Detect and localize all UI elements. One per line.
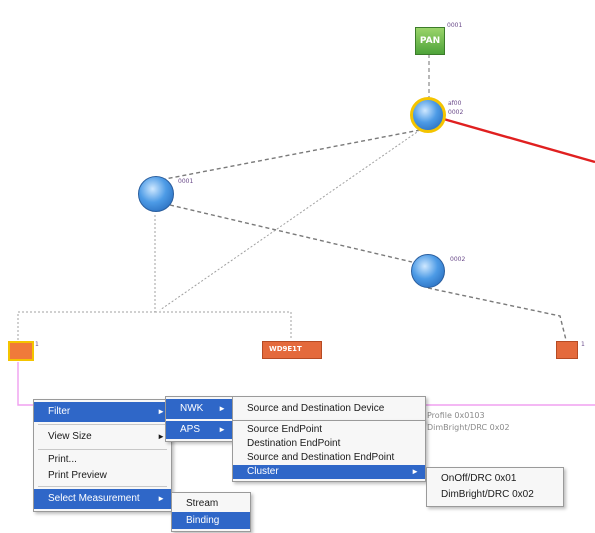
menu-item-cluster-label: Cluster bbox=[247, 466, 279, 477]
menu-item-nwk[interactable]: NWK ► bbox=[166, 399, 232, 419]
link-router-left-end-left bbox=[17, 215, 156, 340]
router-node-mid-id: 0002 bbox=[450, 256, 466, 263]
link-router-left-router-mid bbox=[169, 204, 413, 263]
menu-item-print-label: Print... bbox=[48, 454, 77, 465]
menu-item-destination-endpoint-label: Destination EndPoint bbox=[247, 438, 341, 449]
chevron-right-icon: ► bbox=[157, 432, 165, 441]
menu-item-cluster[interactable]: Cluster ► bbox=[233, 465, 425, 479]
menu-item-dimbright-drc[interactable]: DimBright/DRC 0x02 bbox=[427, 487, 563, 503]
end-device-left[interactable] bbox=[8, 341, 34, 361]
nwk-submenu: Source and Destination Device bbox=[232, 396, 426, 422]
context-menu: Filter ► View Size ► Print... Print Prev… bbox=[33, 399, 172, 512]
menu-item-source-destination-endpoint[interactable]: Source and Destination EndPoint bbox=[233, 451, 425, 465]
link-router-left-device bbox=[155, 311, 292, 340]
coordinator-node-id-line1: af00 bbox=[448, 100, 462, 107]
selected-device-node[interactable]: WD9E1T bbox=[262, 341, 322, 359]
chevron-right-icon: ► bbox=[218, 404, 226, 413]
menu-separator bbox=[38, 449, 167, 450]
end-device-left-id: 1 bbox=[35, 341, 39, 348]
menu-item-source-endpoint-label: Source EndPoint bbox=[247, 424, 323, 435]
menu-item-select-measurement[interactable]: Select Measurement ► bbox=[34, 489, 171, 509]
menu-item-binding-label: Binding bbox=[186, 515, 220, 526]
router-node-mid[interactable] bbox=[411, 254, 445, 288]
router-node-left-id: 0001 bbox=[178, 178, 194, 185]
link-coordinator-router-left bbox=[159, 129, 421, 181]
menu-item-destination-endpoint[interactable]: Destination EndPoint bbox=[233, 437, 425, 451]
behind-text-line2: DimBright/DRC 0x02 bbox=[427, 423, 510, 432]
menu-item-aps-label: APS bbox=[180, 424, 201, 435]
end-device-right[interactable] bbox=[556, 341, 578, 359]
chevron-right-icon: ► bbox=[157, 494, 165, 503]
menu-item-view-size[interactable]: View Size ► bbox=[34, 427, 171, 447]
behind-text-line1: Profile 0x0103 bbox=[427, 411, 485, 420]
link-router-mid-end-right bbox=[427, 287, 567, 341]
menu-item-nwk-label: NWK bbox=[180, 403, 204, 414]
menu-item-onoff-drc[interactable]: OnOff/DRC 0x01 bbox=[427, 471, 563, 487]
menu-item-filter-label: Filter bbox=[48, 406, 71, 417]
measurement-submenu: Stream Binding bbox=[171, 492, 251, 532]
menu-item-source-endpoint[interactable]: Source EndPoint bbox=[233, 423, 425, 437]
menu-item-source-destination-endpoint-label: Source and Destination EndPoint bbox=[247, 452, 395, 463]
link-coordinator-end-left bbox=[159, 129, 421, 311]
pan-node[interactable]: PAN bbox=[415, 27, 445, 55]
filter-submenu: NWK ► APS ► bbox=[165, 396, 233, 442]
menu-separator bbox=[38, 486, 167, 487]
menu-item-print-preview[interactable]: Print Preview bbox=[34, 468, 171, 484]
router-node-left[interactable] bbox=[138, 176, 174, 212]
coordinator-node[interactable] bbox=[410, 97, 446, 133]
cluster-submenu: OnOff/DRC 0x01 DimBright/DRC 0x02 bbox=[426, 467, 564, 507]
menu-item-filter[interactable]: Filter ► bbox=[34, 402, 171, 422]
menu-separator bbox=[38, 424, 167, 425]
aps-submenu: Source EndPoint Destination EndPoint Sou… bbox=[232, 420, 426, 482]
menu-item-source-destination-device[interactable]: Source and Destination Device bbox=[233, 399, 425, 419]
menu-item-stream-label: Stream bbox=[186, 498, 219, 509]
coordinator-node-id-line2: 0002 bbox=[448, 109, 464, 116]
selected-device-label: WD9E1T bbox=[269, 345, 302, 353]
chevron-right-icon: ► bbox=[411, 467, 419, 476]
menu-item-select-measurement-label: Select Measurement bbox=[48, 493, 140, 504]
menu-item-source-destination-device-label: Source and Destination Device bbox=[247, 403, 385, 414]
menu-item-stream[interactable]: Stream bbox=[172, 495, 250, 512]
menu-item-print-preview-label: Print Preview bbox=[48, 470, 107, 481]
chevron-right-icon: ► bbox=[218, 425, 226, 434]
menu-item-print[interactable]: Print... bbox=[34, 452, 171, 468]
pan-node-id: 0001 bbox=[447, 22, 463, 29]
menu-item-dimbright-drc-label: DimBright/DRC 0x02 bbox=[441, 489, 534, 500]
chevron-right-icon: ► bbox=[157, 407, 165, 416]
menu-item-onoff-drc-label: OnOff/DRC 0x01 bbox=[441, 473, 517, 484]
menu-item-view-size-label: View Size bbox=[48, 431, 92, 442]
menu-item-binding[interactable]: Binding bbox=[172, 512, 250, 529]
end-device-right-id: 1 bbox=[581, 341, 585, 348]
link-coordinator-red bbox=[439, 116, 595, 164]
menu-item-aps[interactable]: APS ► bbox=[166, 421, 232, 439]
